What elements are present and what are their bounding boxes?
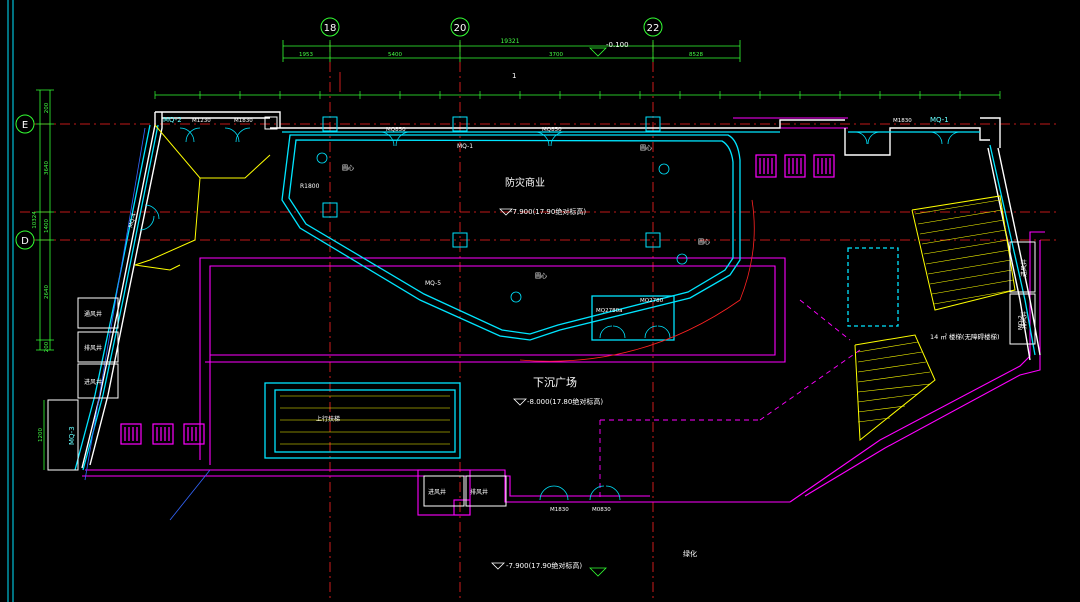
label-shaft-left3: 进风井 <box>84 378 102 386</box>
yellow-walls <box>134 124 1016 441</box>
axis-bubble-e: E <box>22 120 28 131</box>
top-dimension-chain <box>155 40 1000 577</box>
door-mq1-right: MQ-1 <box>930 116 949 124</box>
label-plaza: 下沉广场 <box>533 375 577 389</box>
door-m1830-b: M1830 <box>893 118 912 124</box>
level-triangles <box>491 208 527 570</box>
dim-left-d3: 1400 <box>44 219 50 233</box>
top-tick-row <box>154 91 1001 99</box>
door-mq4-left: MQ-4 <box>128 212 138 228</box>
dim-seg3: 3700 <box>549 52 563 58</box>
door-mq1: MQ-1 <box>457 143 473 150</box>
stair-treads-lower <box>857 341 931 423</box>
label-center-4: 圆心 <box>535 273 547 280</box>
door-mq3-left: MQ-3 <box>68 426 76 445</box>
dim-seg2: 5400 <box>388 52 402 58</box>
dim-left-d6: 1200 <box>38 428 44 442</box>
label-escalator: 上行扶梯 <box>316 415 340 423</box>
door-swings <box>139 127 961 501</box>
axis-bubble-22: 22 <box>647 23 660 34</box>
escalator-steps <box>280 395 450 445</box>
vent-grilles <box>120 154 835 445</box>
door-mq2: MQ-2 <box>163 116 182 124</box>
door-mq2780a: MQ2780a <box>596 308 622 314</box>
axis-lines <box>20 42 1060 600</box>
level-mark-top: -0.100 <box>606 41 629 49</box>
arc-center-marks <box>316 152 688 303</box>
door-mq2780b: MQ2780 <box>640 298 664 304</box>
label-shop-area: 防灾商业 <box>505 176 545 189</box>
axis-bubble-18: 18 <box>324 23 337 34</box>
door-mq-right-side: MQ-2 <box>1018 315 1024 330</box>
door-m1830-a: M1830 <box>234 118 253 124</box>
label-shaft-left1: 通风井 <box>84 310 102 318</box>
dim-left-total: 10324 <box>32 211 38 229</box>
door-mq5: MQ-5 <box>425 280 441 287</box>
red-arcs <box>339 72 755 362</box>
door-m1230-a: M1230 <box>192 118 211 124</box>
label-center-3: 圆心 <box>698 239 710 246</box>
dim-left-d1: 200 <box>44 102 50 113</box>
structural-columns <box>264 116 661 248</box>
dim-left-d2: 3640 <box>44 161 50 175</box>
axis-bubbles <box>15 17 663 250</box>
viewport-frame <box>7 0 14 602</box>
label-shaft-bot1: 进风井 <box>428 488 446 496</box>
dim-left-d4: 2640 <box>44 285 50 299</box>
label-center-2: 圆心 <box>640 145 652 152</box>
axis-bubble-20: 20 <box>454 23 467 34</box>
label-center-1: 圆心 <box>342 165 354 172</box>
label-plaza-level: -8.000(17.80绝对标高) <box>527 397 603 406</box>
label-shaft-left2: 排风井 <box>84 344 102 352</box>
shaft-rooms <box>47 241 1036 507</box>
magenta-dashed <box>599 299 861 500</box>
label-shaft-bot2: 排风井 <box>470 488 488 496</box>
label-bottom-level: -7.900(17.90绝对标高) <box>506 561 582 570</box>
dim-left-d5: 200 <box>44 341 50 352</box>
label-shaft-right2: 排风井 <box>1020 311 1028 329</box>
label-shaft-right1: 进风井 <box>1020 259 1028 277</box>
door-m0830-bottom: M0830 <box>592 507 611 513</box>
stair-treads-right <box>914 199 1015 305</box>
door-m1830-bottom: M1830 <box>550 507 569 513</box>
left-dimension-chain <box>36 89 54 470</box>
axis-bubble-d: D <box>21 236 29 247</box>
dim-overall: 19321 <box>500 38 519 45</box>
label-stair-note: 14 ㎡ 楼梯(无障碍楼梯) <box>930 332 999 341</box>
label-shop-level: -7.900(17.90绝对标高) <box>510 207 586 216</box>
blue-lines <box>84 127 211 521</box>
grid-mark: 1 <box>512 72 516 80</box>
cyan-walls <box>74 124 1036 471</box>
door-r1800: R1800 <box>300 183 320 190</box>
label-bottom-area: 绿化 <box>683 549 697 558</box>
door-mq850: MQ850 <box>386 127 406 133</box>
dim-seg4: 8528 <box>689 52 703 58</box>
outer-walls <box>81 111 1041 469</box>
door-mq850-b: MQ850 <box>542 127 562 133</box>
magenta-guides <box>82 117 1045 516</box>
dim-seg1: 1953 <box>299 52 313 58</box>
